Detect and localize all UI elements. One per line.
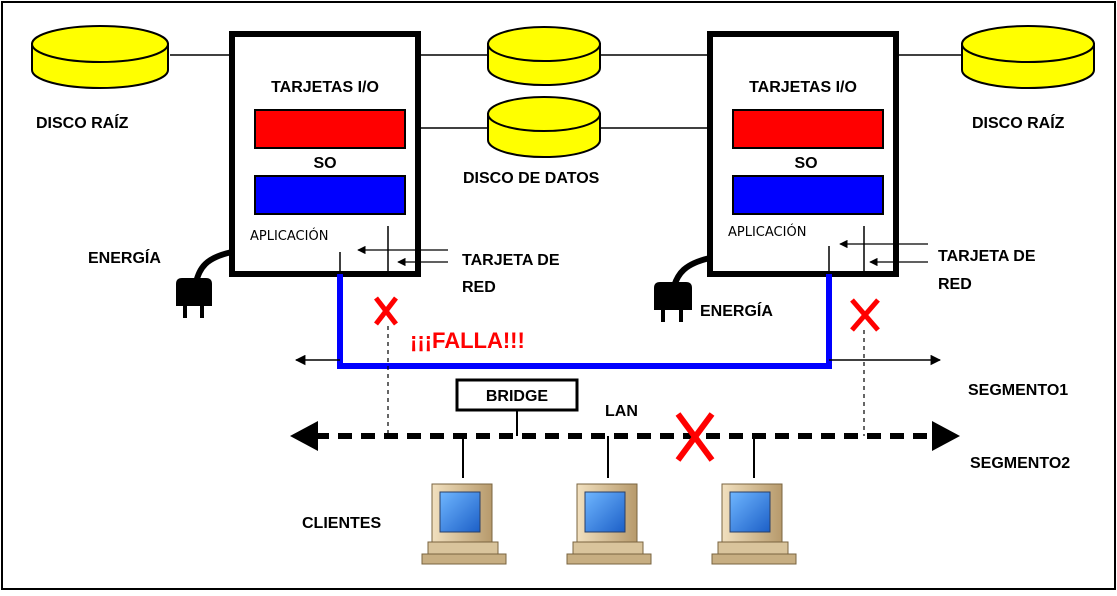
data-disk-bottom <box>487 96 601 158</box>
tarjeta-de-left-label: TARJETA DE <box>462 252 560 269</box>
so-left-label: SO <box>313 155 336 172</box>
fail-mark-left-icon <box>374 296 398 326</box>
server-left <box>229 31 421 277</box>
disco-datos-label: DISCO DE DATOS <box>463 170 600 187</box>
red-right-label: RED <box>938 276 972 293</box>
lan-label: LAN <box>605 403 638 420</box>
so-bar-right <box>732 109 884 149</box>
data-disk-top <box>487 26 601 86</box>
app-bar-left <box>254 175 406 215</box>
aplicacion-right-label: APLICACIÓN <box>728 224 806 240</box>
client-computer-1-icon <box>421 483 507 565</box>
app-bar-right <box>732 175 884 215</box>
power-plug-left-icon <box>176 249 233 318</box>
heartbeat-link <box>337 274 832 369</box>
disco-raiz-right-label: DISCO RAÍZ <box>972 113 1065 132</box>
segmento2-label: SEGMENTO2 <box>970 455 1070 472</box>
tarjetas-io-right-label: TARJETAS I/O <box>749 79 857 96</box>
energia-left-label: ENERGÍA <box>88 248 161 267</box>
falla-label: ¡¡¡FALLA!!! <box>410 328 525 353</box>
root-disk-left <box>31 25 169 89</box>
red-left-label: RED <box>462 279 496 296</box>
segmento1-label: SEGMENTO1 <box>968 382 1068 399</box>
tarjeta-de-right-label: TARJETA DE <box>938 248 1036 265</box>
server-right <box>707 31 899 277</box>
power-plug-right-icon <box>654 255 711 322</box>
fail-mark-right-icon <box>850 298 880 332</box>
fail-mark-lan-icon <box>675 412 715 462</box>
tarjetas-io-left-label: TARJETAS I/O <box>271 79 379 96</box>
so-bar-left <box>254 109 406 149</box>
disco-raiz-left-label: DISCO RAÍZ <box>36 113 129 132</box>
aplicacion-left-label: APLICACIÓN <box>250 228 328 244</box>
root-disk-right <box>961 25 1095 89</box>
so-right-label: SO <box>794 155 817 172</box>
segmento2-arrow-left <box>290 421 318 451</box>
client-computer-3-icon <box>711 483 797 565</box>
energia-right-label: ENERGÍA <box>700 301 773 320</box>
bridge-label: BRIDGE <box>486 388 549 405</box>
client-computer-2-icon <box>566 483 652 565</box>
clientes-label: CLIENTES <box>302 515 381 532</box>
segmento2-arrow-right <box>932 421 960 451</box>
